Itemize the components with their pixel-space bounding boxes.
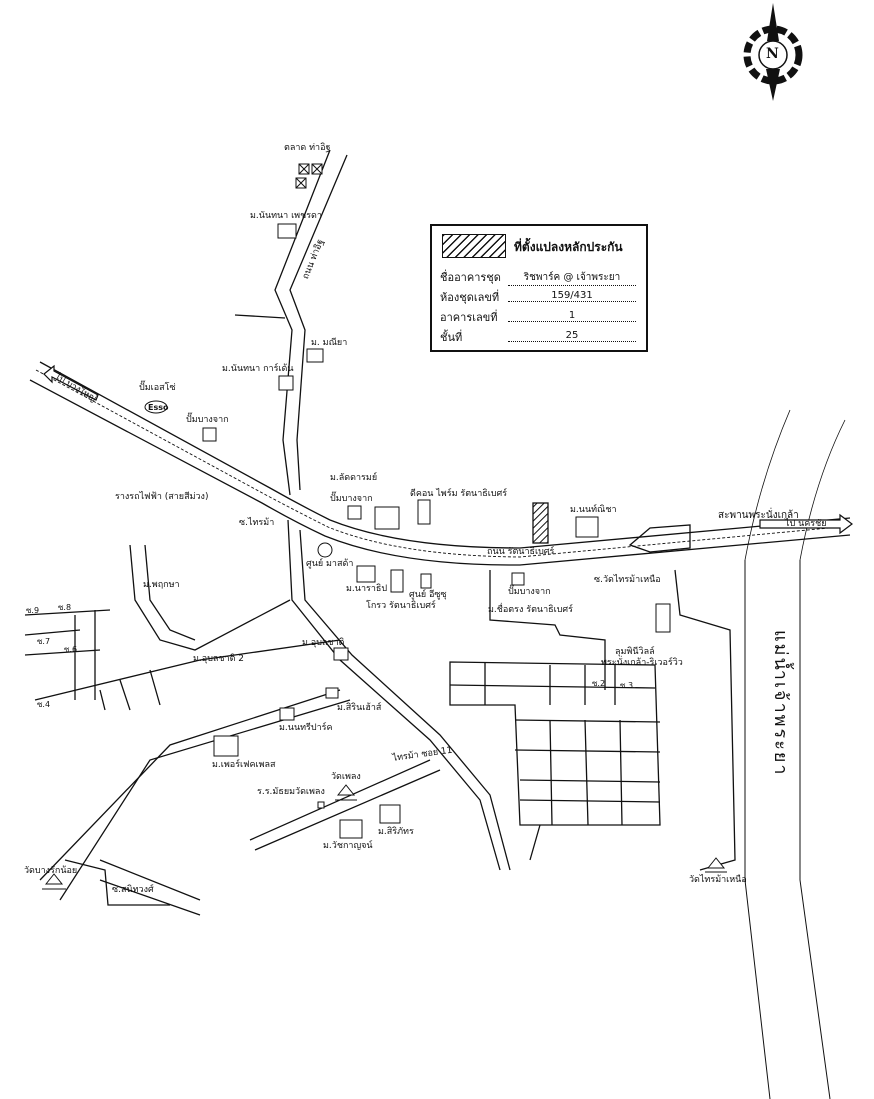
- label-m-siriphat: ม.สิริภัทร: [378, 827, 414, 837]
- label-m-nanthana-garden: ม.นันทนา การ์เด้น: [222, 364, 294, 374]
- legend-value-floor: 25: [508, 330, 636, 342]
- label-mazda: ศูนย์ มาสด้า: [306, 559, 354, 569]
- label-wat-sai-ma-nuea: วัดไทรม้าเหนือ: [689, 875, 747, 885]
- label-wat-plueng: วัดเพลง: [331, 772, 361, 782]
- label-pum-bangchak-3: ปั๊มบางจาก: [508, 587, 551, 597]
- road-soi-sai-ma: [287, 519, 501, 871]
- label-soi-4: ซ.4: [37, 700, 51, 709]
- label-m-maneeya: ม. มณียา: [311, 338, 348, 348]
- label-soi-sai-ma: ซ.ไทรม้า: [239, 518, 275, 528]
- legend-label-building-no: อาคารเลขที่: [440, 311, 498, 324]
- hatch-swatch: [442, 234, 506, 258]
- label-thanon-rattanathibet: ถนน รัตนาธิเบศร์: [487, 547, 555, 557]
- label-m-unlachat: ม.อุบลชาติ: [302, 638, 345, 648]
- legend-value-building: ริชพาร์ค @ เจ้าพระยา: [508, 270, 636, 286]
- compass-letter: N: [766, 46, 779, 62]
- highway-rattanathibet: [39, 361, 851, 549]
- label-m-pruksa: ม.พฤกษา: [143, 580, 180, 590]
- label-pum-esso: ปั๊มเอสโซ่: [139, 383, 176, 393]
- legend-label-floor: ชั้นที่: [440, 331, 463, 344]
- legend-label-building: ชื่ออาคารชุด: [440, 271, 501, 284]
- arrow-to-nakhonchai: [759, 513, 853, 535]
- label-talad-tha-it: ตลาด ท่าอิฐ: [284, 143, 331, 153]
- label-m-nonthripark: ม.นนทรีปาร์ค: [279, 723, 333, 733]
- river-bank-west: [744, 560, 771, 1099]
- arrow-to-bangyai: [43, 364, 99, 401]
- label-school: ร.ร.มัธยมวัดเพลง: [257, 787, 325, 797]
- label-rail: รางรถไฟฟ้า (สายสีม่วง): [115, 492, 209, 502]
- mazda-icon: [317, 542, 333, 558]
- label-soi-sanitwong: ซ.สนิทวงศ์: [112, 885, 154, 895]
- label-soi-wat-sai-ma-nuea: ซ.วัดไทรม้าเหนือ: [594, 575, 661, 585]
- collateral-parcel: [532, 502, 549, 544]
- label-m-unlachat-2: ม.อุบลชาติ 2: [193, 654, 245, 664]
- esso-icon: [144, 400, 168, 414]
- legend-value-unit: 159/431: [508, 290, 636, 302]
- gas-station-icon: [202, 427, 217, 442]
- label-pum-bangchak-1: ปั๊มบางจาก: [186, 415, 229, 425]
- label-bridge: สะพานพระนั่งเกล้า: [718, 510, 799, 521]
- legend-value-building-no: 1: [508, 310, 636, 322]
- legend-label-unit: ห้องชุดเลขที่: [440, 291, 500, 304]
- label-lumpini: ลุมพินีวิลล์: [615, 647, 655, 657]
- label-esso: Esso: [148, 403, 169, 412]
- label-wat-bang-rak-noi: วัดบางรักน้อย: [24, 866, 78, 876]
- label-m-narathip: ม.นาราธิป: [346, 584, 388, 594]
- label-soi-6: ซ.6: [64, 645, 78, 654]
- label-m-nonthicha: ม.นนท์ณิชา: [570, 505, 617, 515]
- label-lumpini-riverview: พระนั่งเกล้า-ริเวอร์วิว: [601, 658, 683, 668]
- legend-box: ที่ตั้งแปลงหลักประกัน ชื่ออาคารชุด ริชพา…: [430, 224, 648, 352]
- label-soi-3: ซ.3: [620, 681, 634, 690]
- label-m-watcharakan: ม.วัชกาญจน์: [323, 841, 373, 851]
- compass-icon: [743, 3, 803, 101]
- label-m-nanthana-phetchada: ม.นันทนา เพชรดา: [250, 211, 322, 221]
- label-isuzu: ศูนย์ อีซูซุ: [409, 590, 447, 600]
- label-m-perfectplace: ม.เพอร์เฟคเพลส: [212, 760, 276, 770]
- road-tha-it: [274, 149, 331, 496]
- river-bank-east: [799, 560, 831, 1099]
- label-soi-2: ซ.2: [592, 679, 606, 688]
- label-river: แม่น้ำเจ้าพระยา: [770, 630, 791, 777]
- rail-purple-line: [35, 369, 851, 558]
- village-icon: [277, 223, 297, 239]
- temple-icon: [335, 784, 357, 801]
- label-m-ladarom: ม.ลัดดารมย์: [330, 473, 378, 483]
- label-soi-9: ซ.9: [26, 606, 40, 615]
- bridge-approach: [628, 524, 691, 553]
- school-icon: [317, 801, 325, 809]
- label-dcondo: ดีคอน ไพร์ม รัตนาธิเบศร์: [410, 489, 508, 499]
- condo-icon: [417, 499, 431, 525]
- label-soi-7: ซ.7: [37, 637, 51, 646]
- legend-title: ที่ตั้งแปลงหลักประกัน: [514, 240, 623, 254]
- label-krisda: โกรว รัตนาธิเบศร์: [366, 601, 436, 611]
- label-m-suetrong: ม.ชื่อตรง รัตนาธิเบศร์: [488, 605, 573, 615]
- label-m-sirinhouse: ม.สิรินเฮ้าส์: [337, 703, 382, 713]
- label-to-nakhonchai: ไป นครชัย: [785, 519, 827, 529]
- label-pum-bangchak-2: ปั๊มบางจาก: [330, 494, 373, 504]
- label-soi-8: ซ.8: [58, 603, 72, 612]
